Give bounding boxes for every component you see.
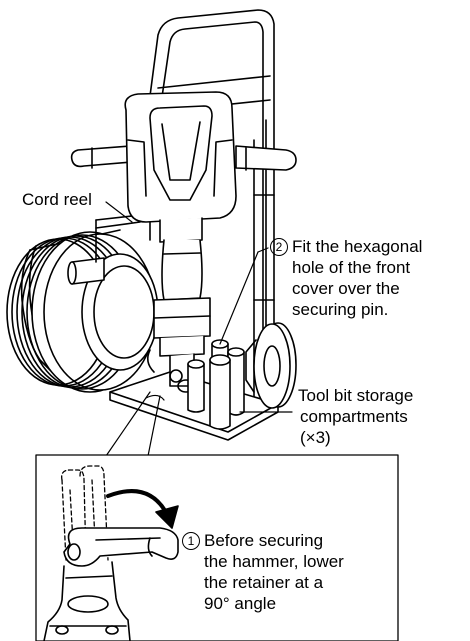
step-2-number: 2 <box>270 238 288 256</box>
step-2-line: cover over the <box>292 279 400 298</box>
step-1-line: 90° angle <box>204 594 277 613</box>
cord-reel <box>6 213 159 393</box>
demolition-hammer <box>124 91 237 393</box>
cord-reel-label: Cord reel <box>22 190 92 209</box>
step-1-text: Before securing the hammer, lower the re… <box>204 530 344 614</box>
storage-line: Tool bit storage <box>298 386 414 405</box>
storage-compartments-label: Tool bit storage compartments (×3) <box>298 385 413 448</box>
step-1-number: 1 <box>182 532 200 550</box>
storage-line: compartments <box>300 407 408 426</box>
step-2-line: Fit the hexagonal <box>292 237 423 256</box>
step-1-line: Before securing <box>204 531 324 550</box>
retainer-detail <box>43 465 179 641</box>
storage-line: (×3) <box>300 428 331 447</box>
step-1-line: the hammer, lower <box>204 551 344 572</box>
step-1-line: the retainer at a <box>204 573 324 592</box>
storage-tubes <box>187 339 245 430</box>
step-2-text: Fit the hexagonal hole of the front cove… <box>292 236 422 320</box>
step-2-line: securing pin. <box>292 300 389 319</box>
step-2-line: hole of the front <box>292 258 411 277</box>
right-wheel <box>245 322 297 409</box>
detail-callout-pointer <box>105 391 165 457</box>
leader-lines <box>105 201 293 413</box>
step-1-instruction: 1 Before securing the hammer, lower the … <box>182 530 344 614</box>
hammer-handles <box>70 145 297 171</box>
step-2-instruction: 2 Fit the hexagonal hole of the front co… <box>270 236 422 320</box>
